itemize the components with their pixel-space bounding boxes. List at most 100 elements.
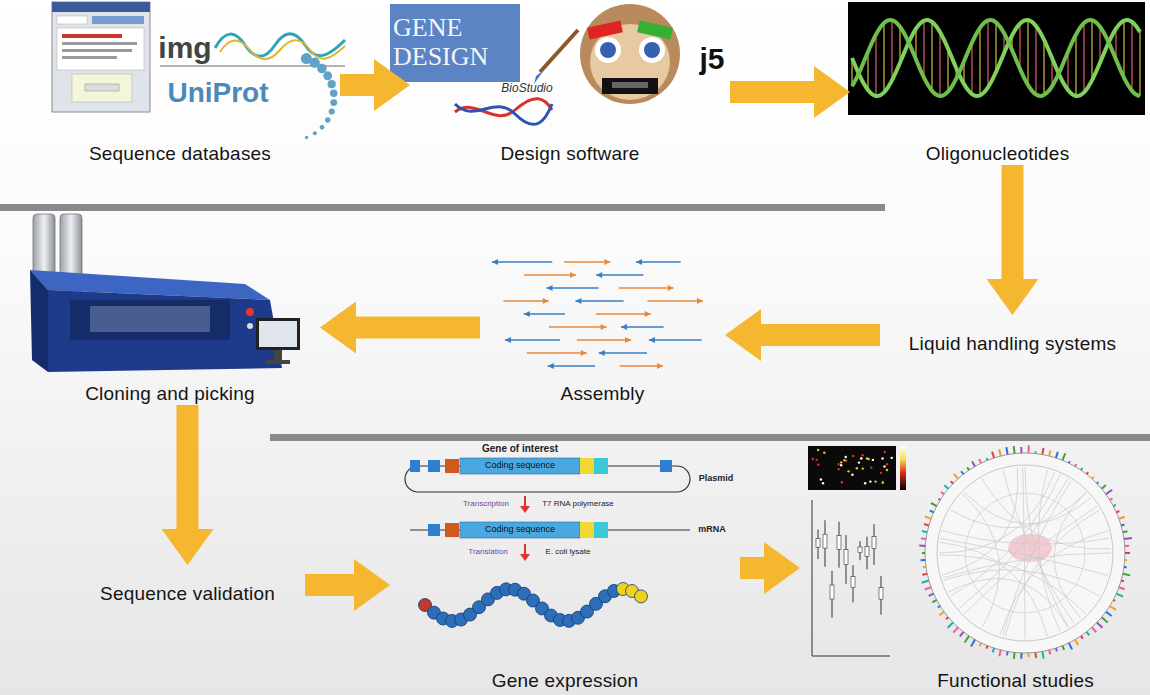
analysis-figures-part <box>1000 531 1108 636</box>
analysis-figures-part <box>816 538 820 547</box>
analysis-figures-part <box>939 472 1054 553</box>
expression-schematic-part <box>524 544 526 555</box>
analysis-figures-part <box>941 492 944 494</box>
flow-arrow <box>305 574 360 596</box>
dna-helix-part <box>987 20 988 87</box>
database-screenshot-part <box>52 2 150 112</box>
schematic-label: Coding sequence <box>485 525 555 535</box>
analysis-figures-part <box>1042 448 1043 454</box>
schematic-label: Coding sequence <box>485 461 555 471</box>
assembly-fragments-part <box>575 298 581 304</box>
analysis-figures-part <box>890 457 892 459</box>
analysis-figures-part <box>953 627 958 632</box>
analysis-figures-part <box>1113 600 1115 601</box>
analysis-figures-part <box>880 472 882 474</box>
assembly-fragments-part <box>577 339 631 341</box>
analysis-figures-part <box>986 646 987 649</box>
analysis-figures-part <box>874 480 876 482</box>
expression-schematic-part <box>410 460 420 472</box>
database-screenshot-part <box>92 16 144 24</box>
analysis-figures-part <box>1123 574 1130 576</box>
analysis-figures-part <box>841 481 843 483</box>
assembly-fragments-part <box>570 272 576 278</box>
assembly-fragments-part <box>657 363 663 369</box>
analysis-figures-part <box>862 467 864 469</box>
expression-schematic-part <box>520 506 530 513</box>
analysis-figures-part <box>938 499 940 500</box>
analysis-figures-part <box>1056 648 1057 651</box>
assembly-fragments <box>492 259 703 369</box>
analysis-figures-part <box>972 461 975 466</box>
j5-logo-part <box>612 82 648 88</box>
dna-helix-part <box>1035 26 1036 95</box>
dna-helix-part <box>1131 22 1132 91</box>
analysis-figures-part <box>922 531 927 532</box>
dna-helix-part <box>852 20 1140 96</box>
analysis-figures-part <box>872 536 876 548</box>
analysis-figures-part <box>1062 453 1065 460</box>
analysis-figures-part <box>883 465 885 467</box>
logo-text: j5 <box>699 42 724 75</box>
analysis-figures-part <box>1119 517 1125 519</box>
analysis-figures-part <box>1110 498 1113 500</box>
analysis-figures-part <box>961 471 963 474</box>
uniprot-logo-part <box>305 136 308 139</box>
img-logo-part <box>215 34 345 57</box>
expression-schematic-part <box>428 460 440 472</box>
analysis-figures-part <box>1087 632 1090 636</box>
img-logo-part <box>220 40 345 59</box>
analysis-figures-part <box>837 468 839 470</box>
logo-text: GENE DESIGN <box>393 14 517 71</box>
analysis-figures-part <box>971 640 975 647</box>
analysis-figures-part <box>959 479 1068 609</box>
schematic-label: Translation <box>468 548 507 557</box>
step-node: Oligonucleotides <box>850 5 1145 165</box>
step-caption: Liquid handling systems <box>909 333 1116 355</box>
assembly-fragments-part <box>492 261 552 263</box>
analysis-figures-part <box>951 481 953 483</box>
assembly-fragments-part <box>604 259 610 265</box>
analysis-figures-part <box>860 457 862 459</box>
analysis-figures-part <box>1042 651 1043 658</box>
uniprot-logo-part <box>329 109 335 115</box>
analysis-figures-part <box>1092 477 1094 479</box>
analysis-figures-part <box>1049 650 1050 654</box>
assembly-fragments-part <box>524 311 530 317</box>
dna-helix-part <box>1043 40 1044 95</box>
analysis-figures <box>808 445 1132 659</box>
analysis-figures-part <box>879 588 883 600</box>
analysis-figures-part <box>812 458 814 460</box>
assembly-fragments-part <box>636 261 681 263</box>
analysis-figures-part <box>999 449 1001 456</box>
analysis-figures-part <box>1062 646 1064 650</box>
analysis-figures-part <box>948 622 953 627</box>
assembly-fragments-part <box>596 313 651 315</box>
j5-logo-part <box>637 21 673 40</box>
analysis-figures-part <box>1034 451 1036 453</box>
analysis-figures-part <box>924 524 929 525</box>
analysis-figures-part <box>1075 464 1076 466</box>
uniprot-logo-part <box>330 89 338 97</box>
analysis-figures-part <box>872 459 874 461</box>
expression-schematic-part <box>594 522 608 538</box>
dna-helix-part <box>1123 21 1124 78</box>
analysis-figures-part <box>932 600 936 602</box>
analysis-figures-part <box>921 537 926 540</box>
expression-schematic <box>405 458 690 561</box>
analysis-figures-part <box>808 446 896 490</box>
analysis-figures-part <box>965 636 969 643</box>
analysis-figures-part <box>1121 523 1124 526</box>
assembly-fragments-part <box>547 285 553 291</box>
step-caption: Functional studies <box>937 670 1094 692</box>
analysis-figures-part <box>847 470 849 472</box>
analysis-figures-part <box>823 452 825 454</box>
dna-helix-part <box>875 35 876 96</box>
expression-schematic-part <box>580 458 594 474</box>
dna-helix-part <box>1027 20 1028 85</box>
analysis-figures-part <box>979 643 981 646</box>
analysis-figures-part <box>840 461 842 463</box>
step-caption: Gene expression <box>492 670 639 692</box>
flow-arrow <box>340 74 380 96</box>
dna-helix-part <box>891 20 892 80</box>
database-screenshot-part <box>57 28 144 70</box>
